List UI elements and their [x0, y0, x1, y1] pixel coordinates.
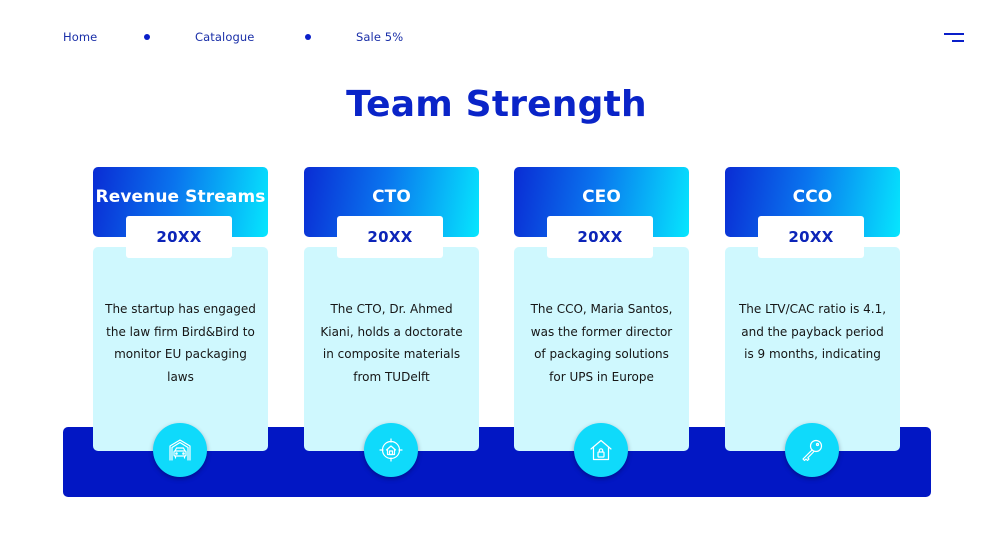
card-header-label: Revenue Streams	[95, 187, 266, 207]
year-tab: 20XX	[547, 216, 653, 258]
nav-separator-dot	[144, 34, 150, 40]
home-lock-icon	[574, 423, 628, 477]
card-description: The startup has engaged the law firm Bir…	[105, 302, 256, 384]
card-description: The CTO, Dr. Ahmed Kiani, holds a doctor…	[320, 302, 463, 384]
card-header-label: CCO	[792, 187, 833, 207]
card-body	[304, 247, 479, 451]
nav-separator-dot	[305, 34, 311, 40]
year-label: 20XX	[788, 228, 834, 246]
nav-sale-link[interactable]: Sale 5%	[356, 30, 404, 44]
key-icon	[785, 423, 839, 477]
year-tab: 20XX	[337, 216, 443, 258]
card-description: The LTV/CAC ratio is 4.1, and the paybac…	[738, 302, 887, 361]
nav-catalogue-link[interactable]: Catalogue	[195, 30, 255, 44]
team-card-cto: CTO 20XX The CTO, Dr. Ahmed Kiani, holds…	[304, 167, 479, 480]
team-card-ceo: CEO 20XX The CCO, Maria Santos, was the …	[514, 167, 689, 480]
home-target-icon	[364, 423, 418, 477]
card-body	[514, 247, 689, 451]
card-body	[93, 247, 268, 451]
team-card-cco: CCO 20XX The LTV/CAC ratio is 4.1, and t…	[725, 167, 900, 480]
year-tab: 20XX	[126, 216, 232, 258]
menu-bar-bottom	[952, 40, 964, 42]
team-card-revenue-streams: Revenue Streams 20XX The startup has eng…	[93, 167, 268, 480]
card-description: The CCO, Maria Santos, was the former di…	[530, 302, 673, 384]
card-header-label: CTO	[372, 187, 411, 207]
year-label: 20XX	[156, 228, 202, 246]
year-tab: 20XX	[758, 216, 864, 258]
year-label: 20XX	[577, 228, 623, 246]
hamburger-menu-icon[interactable]	[944, 33, 966, 43]
card-header-label: CEO	[582, 187, 621, 207]
garage-car-icon	[153, 423, 207, 477]
menu-bar-top	[944, 33, 964, 35]
nav-home-link[interactable]: Home	[63, 30, 98, 44]
page-title: Team Strength	[346, 84, 647, 125]
year-label: 20XX	[367, 228, 413, 246]
card-body	[725, 247, 900, 451]
